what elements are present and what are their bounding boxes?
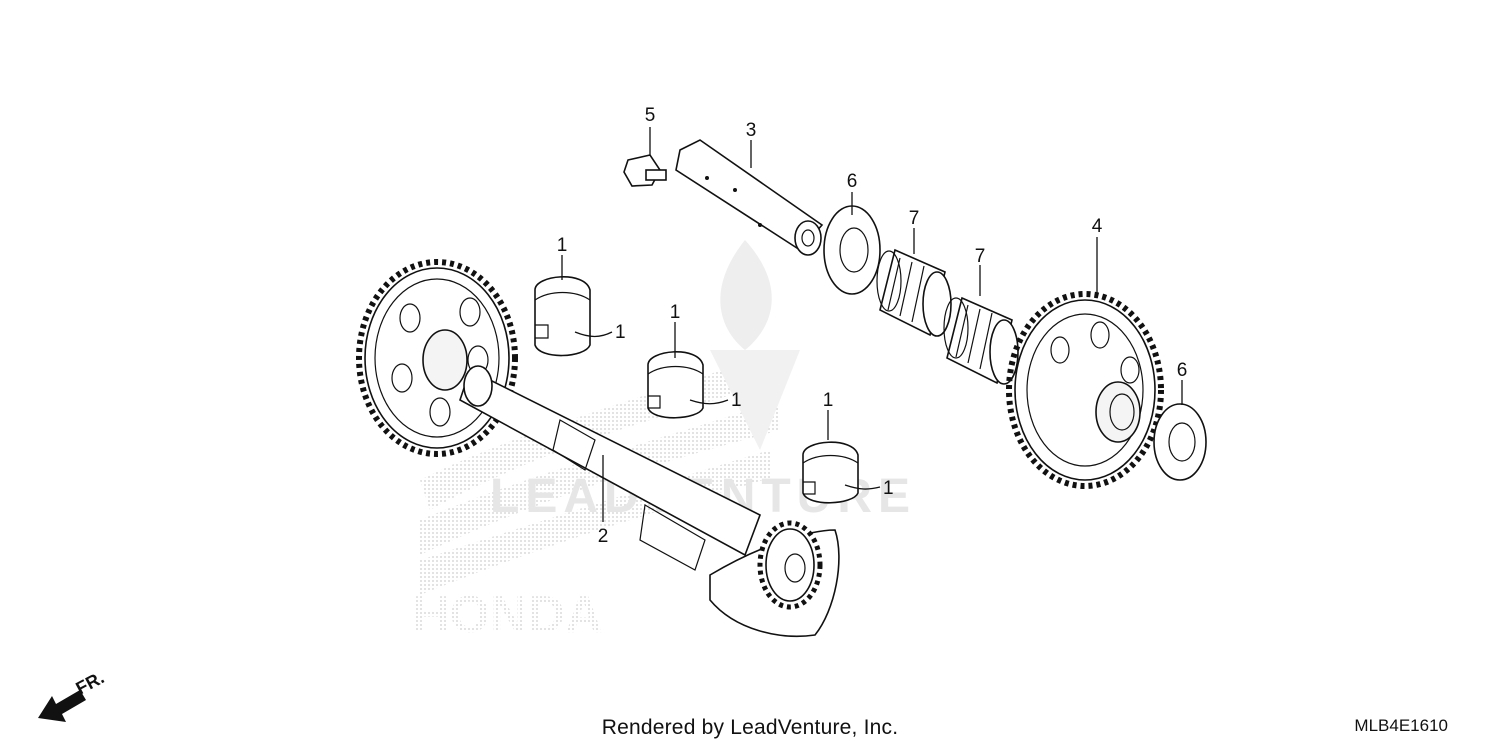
shaft-assembly — [356, 259, 840, 638]
honda-watermark-text: HONDA — [412, 586, 603, 644]
bolt — [623, 154, 667, 187]
callout-needle-bearing-a: 7 — [909, 208, 920, 229]
needle-bearing-a — [876, 248, 952, 337]
shaft-body — [459, 368, 762, 557]
callout-bearing-c-side: 1 — [883, 478, 894, 499]
callout-bolt: 5 — [645, 105, 656, 126]
callout-needle-bearing-b: 7 — [975, 246, 986, 267]
callout-labels: 5 3 6 7 7 4 6 2 1 1 1 1 1 1 — [557, 105, 1188, 547]
callout-washer-right: 6 — [1177, 360, 1188, 381]
front-arrow-icon — [38, 690, 86, 722]
callout-washer-top: 6 — [847, 171, 858, 192]
callout-bearing-b-side: 1 — [731, 390, 742, 411]
diagram-code: MLB4E1610 — [1354, 716, 1448, 735]
pin — [675, 139, 824, 256]
washer-right — [1153, 403, 1207, 481]
balancer-gear-right — [1006, 291, 1164, 489]
flame-logo — [710, 240, 800, 450]
callout-balancer-gear: 4 — [1092, 216, 1103, 237]
washer-top — [823, 205, 881, 295]
needle-bearing-b — [943, 296, 1019, 385]
bearing-shell-b — [647, 351, 704, 419]
callout-bearing-a-top: 1 — [557, 235, 568, 256]
callout-shaft: 2 — [598, 526, 609, 547]
bearing-shell-a — [534, 276, 591, 357]
callout-bearing-a-side: 1 — [615, 322, 626, 343]
front-direction-indicator: FR. — [38, 667, 107, 722]
bearing-shell-c — [802, 441, 859, 504]
callout-bearing-b-top: 1 — [670, 302, 681, 323]
footer-credit: Rendered by LeadVenture, Inc. — [601, 716, 899, 739]
callout-bearing-c-top: 1 — [823, 390, 834, 411]
callout-pin: 3 — [746, 120, 757, 141]
large-gear-left — [356, 259, 518, 457]
leader-lines — [561, 127, 1183, 522]
